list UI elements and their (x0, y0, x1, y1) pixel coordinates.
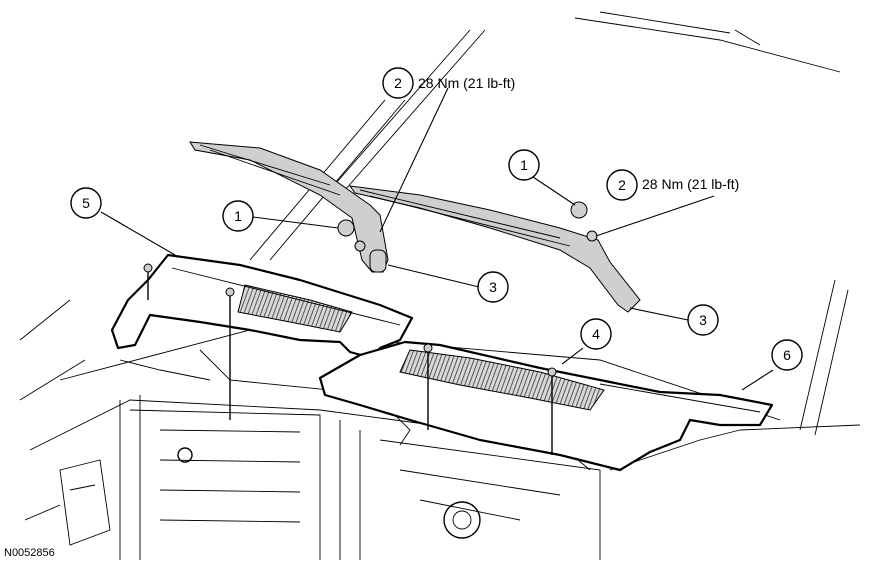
svg-text:3: 3 (489, 279, 497, 295)
wiper-arm-left (189, 141, 389, 273)
svg-text:4: 4 (592, 326, 600, 342)
svg-text:2: 2 (394, 75, 402, 91)
callout-2-right: 2 (606, 169, 638, 201)
callout-1-right: 1 (508, 149, 540, 181)
svg-text:6: 6 (783, 347, 791, 363)
svg-text:5: 5 (82, 195, 90, 211)
cowl-panel-right (318, 340, 774, 472)
callout-4: 4 (580, 318, 612, 350)
callout-2-left: 2 (382, 67, 414, 99)
fasteners (143, 263, 557, 455)
callout-3-left: 3 (477, 271, 509, 303)
callout-6: 6 (771, 339, 803, 371)
cowl-panel-left (110, 253, 414, 360)
svg-text:2: 2 (618, 177, 626, 193)
callout-5: 5 (70, 187, 102, 219)
svg-text:1: 1 (234, 208, 242, 224)
wiper-arm-right (348, 185, 641, 313)
torque-spec-right: 28 Nm (21 lb-ft) (642, 176, 739, 192)
windshield-outline (19, 11, 861, 436)
callout-1-left: 1 (222, 200, 254, 232)
leader-lines (100, 87, 774, 391)
callout-3-right: 3 (687, 304, 719, 336)
svg-text:3: 3 (699, 312, 707, 328)
figure-id: N0052856 (4, 547, 55, 559)
svg-text:1: 1 (520, 157, 528, 173)
torque-spec-left: 28 Nm (21 lb-ft) (418, 75, 515, 91)
